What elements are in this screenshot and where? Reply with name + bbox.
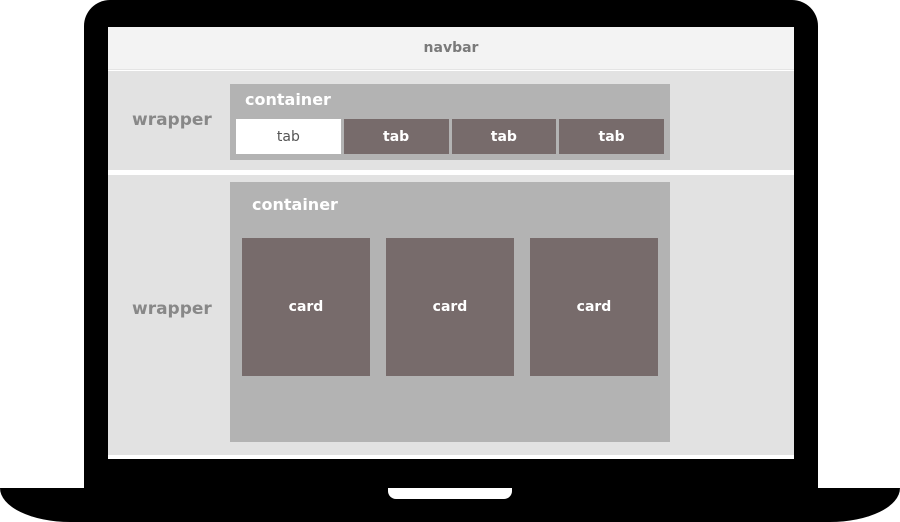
- container-label: container: [252, 195, 338, 214]
- wrapper-label: wrapper: [132, 110, 212, 130]
- tab-3[interactable]: tab: [451, 119, 557, 154]
- container-label: container: [245, 90, 331, 109]
- card-1[interactable]: card: [242, 238, 370, 376]
- card-label: card: [576, 299, 612, 315]
- container-bottom: container card card card: [230, 182, 670, 442]
- container-top: container tab tab tab tab: [230, 84, 670, 160]
- card-2[interactable]: card: [386, 238, 514, 376]
- wrapper-label: wrapper: [132, 299, 212, 319]
- navbar: navbar: [108, 27, 794, 70]
- navbar-label: navbar: [423, 40, 479, 56]
- tab-label: tab: [383, 128, 410, 145]
- tab-bar: tab tab tab tab: [236, 119, 664, 154]
- tab-label: tab: [598, 128, 625, 145]
- card-label: card: [288, 299, 324, 315]
- laptop-screen: navbar wrapper container tab tab tab: [108, 27, 794, 459]
- tab-label: tab: [490, 128, 517, 145]
- laptop-notch: [388, 488, 512, 499]
- wrapper-top: wrapper container tab tab tab tab: [108, 71, 794, 170]
- tab-1[interactable]: tab: [236, 119, 341, 154]
- card-3[interactable]: card: [530, 238, 658, 376]
- card-row: card card card: [242, 238, 658, 376]
- tab-4[interactable]: tab: [559, 119, 664, 154]
- tab-label: tab: [276, 128, 300, 145]
- card-label: card: [432, 299, 468, 315]
- wrapper-bottom: wrapper container card card card: [108, 175, 794, 455]
- tab-2[interactable]: tab: [343, 119, 449, 154]
